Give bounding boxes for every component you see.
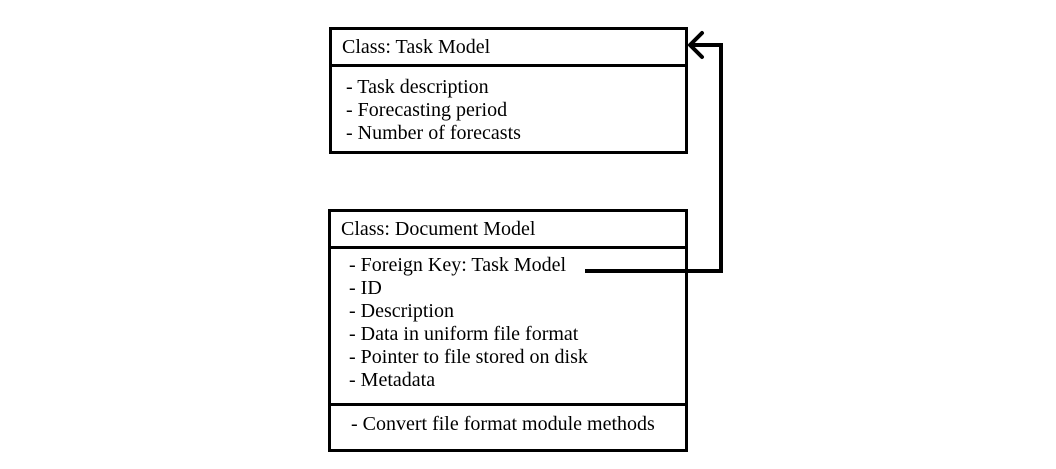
document-model-attribute: - ID xyxy=(349,277,382,299)
arrowhead-icon xyxy=(688,31,704,59)
document-model-class: Class: Document Model - Foreign Key: Tas… xyxy=(328,209,688,452)
task-model-attributes: - Task description - Forecasting period … xyxy=(332,67,685,145)
task-model-class: Class: Task Model - Task description - F… xyxy=(329,27,688,154)
document-model-attribute: - Metadata xyxy=(349,369,436,391)
document-model-attribute: - Data in uniform file format xyxy=(349,323,579,345)
task-model-attribute: - Task description xyxy=(346,76,489,98)
task-model-title: Class: Task Model xyxy=(332,30,685,67)
document-model-attribute: - Description xyxy=(349,300,454,322)
document-model-attributes: - Foreign Key: Task Model - ID - Descrip… xyxy=(331,249,685,406)
task-model-attribute: - Forecasting period xyxy=(346,99,508,121)
document-model-methods: - Convert file format module methods xyxy=(331,406,685,436)
document-model-title: Class: Document Model xyxy=(331,212,685,249)
document-model-attribute-foreign-key: - Foreign Key: Task Model xyxy=(349,254,567,276)
document-model-attribute: - Pointer to file stored on disk xyxy=(349,346,588,368)
task-model-attribute: - Number of forecasts xyxy=(346,122,521,144)
document-model-method: - Convert file format module methods xyxy=(351,413,655,435)
